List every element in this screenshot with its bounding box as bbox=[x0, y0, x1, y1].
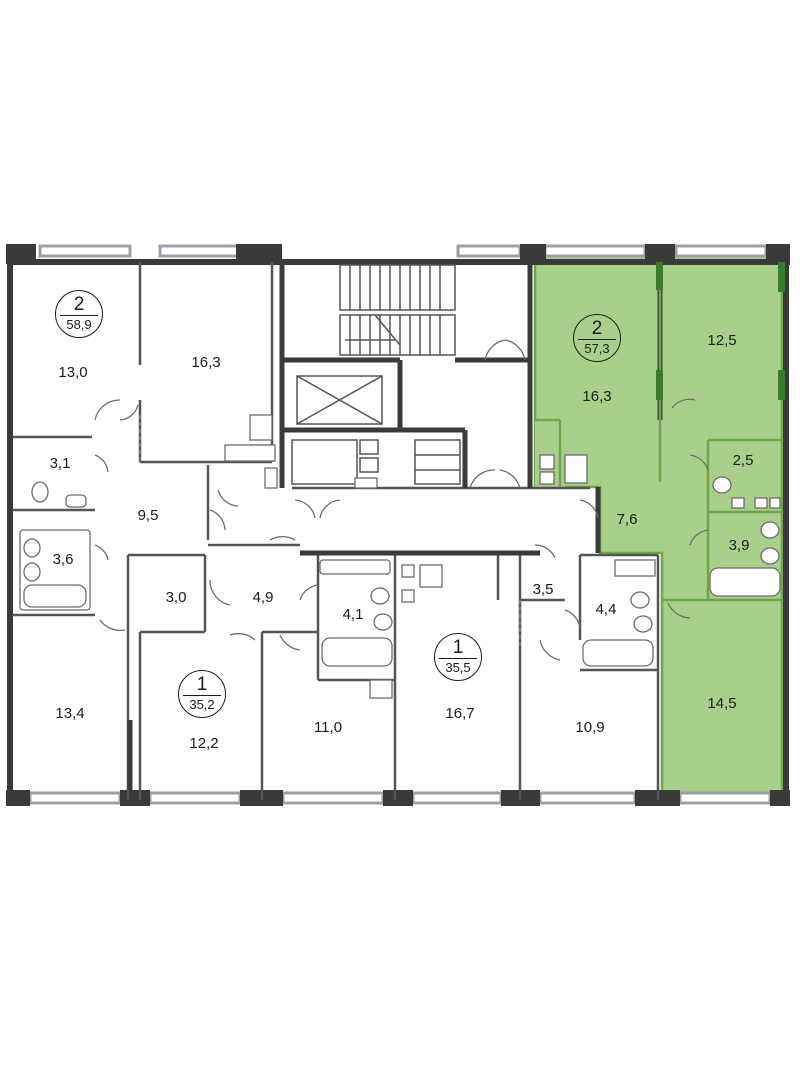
room-area-label: 7,6 bbox=[616, 511, 638, 528]
zone-lines bbox=[139, 415, 661, 650]
room-area-label: 4,4 bbox=[595, 601, 617, 618]
room-area-label: 3,6 bbox=[52, 551, 74, 568]
apartment-badge-highlighted: 2 57,3 bbox=[573, 314, 621, 362]
room-area-label: 11,0 bbox=[313, 719, 343, 736]
apartment-right-wall-stubs bbox=[656, 262, 785, 400]
apartment-rooms: 2 bbox=[73, 294, 85, 315]
bathroom-fixtures bbox=[19, 414, 781, 699]
apartment-area: 57,3 bbox=[584, 341, 610, 356]
badge-divider bbox=[60, 315, 98, 316]
room-area-label: 16,3 bbox=[582, 388, 612, 405]
room-area-label: 4,9 bbox=[252, 589, 274, 606]
room-area-label: 2,5 bbox=[732, 452, 754, 469]
apartment-badge: 2 58,9 bbox=[55, 290, 103, 338]
badge-divider bbox=[183, 695, 221, 696]
room-area-label: 16,3 bbox=[191, 354, 221, 371]
apartment-badge: 1 35,2 bbox=[178, 670, 226, 718]
apartment-area: 35,2 bbox=[189, 697, 215, 712]
room-area-label: 16,7 bbox=[445, 705, 475, 722]
apartment-rooms: 1 bbox=[452, 637, 464, 658]
apartment-badge: 1 35,5 bbox=[434, 633, 482, 681]
room-area-label: 12,5 bbox=[707, 332, 737, 349]
room-area-label: 3,1 bbox=[49, 455, 71, 472]
room-area-label: 10,9 bbox=[575, 719, 605, 736]
apartment-rooms: 1 bbox=[196, 674, 208, 695]
interior-walls bbox=[12, 262, 660, 800]
room-area-label: 13,4 bbox=[55, 705, 85, 722]
badge-divider bbox=[439, 658, 477, 659]
staircase bbox=[339, 264, 456, 356]
room-area-label: 3,5 bbox=[532, 581, 554, 598]
elevator-shaft bbox=[291, 375, 461, 485]
room-area-label: 3,9 bbox=[728, 537, 750, 554]
room-area-label: 3,0 bbox=[165, 589, 187, 606]
apartment-area: 35,5 bbox=[445, 660, 471, 675]
room-area-label: 9,5 bbox=[137, 507, 159, 524]
badge-divider bbox=[578, 339, 616, 340]
door-swings bbox=[94, 339, 709, 661]
room-area-label: 14,5 bbox=[707, 695, 737, 712]
apartment-area: 58,9 bbox=[66, 317, 92, 332]
room-area-label: 12,2 bbox=[189, 735, 219, 752]
room-area-label: 13,0 bbox=[58, 364, 88, 381]
room-area-label: 4,1 bbox=[342, 606, 364, 623]
apartment-rooms: 2 bbox=[591, 318, 603, 339]
thick-walls bbox=[127, 262, 663, 790]
apartment-right-walls bbox=[535, 262, 782, 602]
